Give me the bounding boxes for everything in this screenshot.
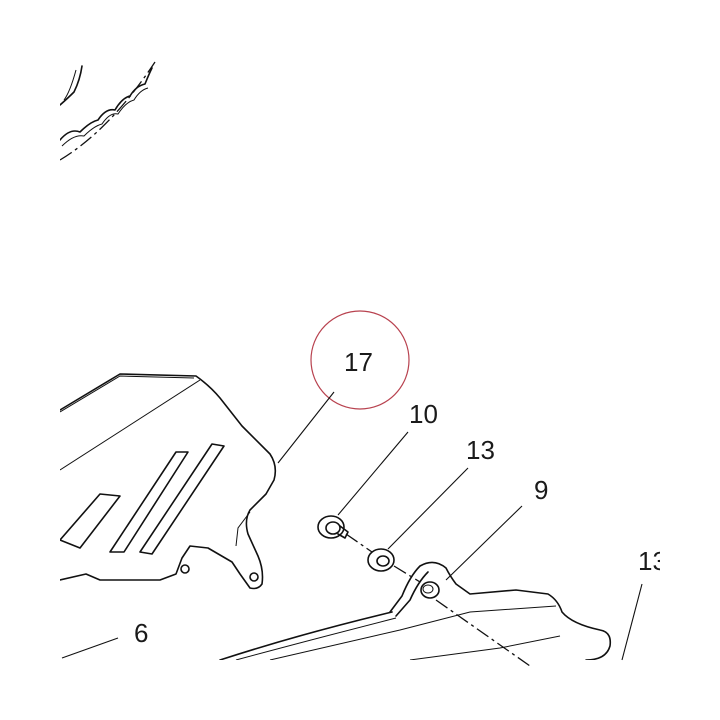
leader-line-6 <box>61 637 119 659</box>
leader-line-13b <box>621 583 643 661</box>
leader-line-10 <box>337 431 409 516</box>
callout-9: 9 <box>534 475 548 505</box>
washer-part[interactable] <box>367 548 395 572</box>
callout-10: 10 <box>409 399 438 429</box>
leader-line-17 <box>277 391 335 464</box>
chain-guard-part[interactable] <box>60 373 277 590</box>
bolt-part[interactable] <box>317 515 349 539</box>
highlight-circle <box>310 310 410 410</box>
callout-17: 17 <box>344 347 373 377</box>
assembly-axis-line <box>345 533 531 667</box>
right-crop-mask <box>660 0 720 720</box>
callout-13-washer: 13 <box>466 435 495 465</box>
swingarm-part[interactable] <box>219 561 612 660</box>
leader-line-13a <box>387 467 469 550</box>
sprocket-fragment <box>60 61 156 161</box>
leader-line-9 <box>445 505 523 581</box>
callout-6: 6 <box>134 618 148 648</box>
